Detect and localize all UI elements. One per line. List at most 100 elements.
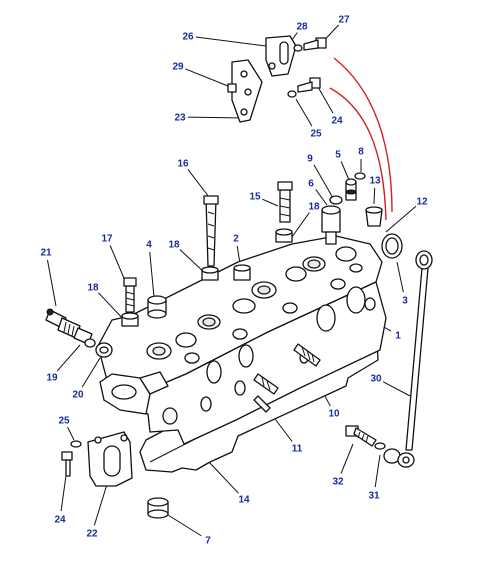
callout-c24b: 24 (54, 515, 66, 526)
callout-c20: 20 (72, 390, 84, 401)
callout-c15: 15 (249, 192, 261, 203)
callout-c21: 21 (40, 248, 52, 259)
callout-c22: 22 (86, 529, 98, 540)
callout-c18c: 18 (87, 283, 99, 294)
lifting-bracket (231, 59, 263, 123)
sensor-adapter (95, 342, 113, 358)
tie-rod-bolt (345, 425, 377, 447)
bracket-bolt-upper (303, 37, 327, 51)
short-head-stud (277, 181, 293, 223)
leader-line-c24a (317, 86, 334, 114)
cylinder-head (97, 235, 387, 445)
leader-line-c31 (374, 454, 381, 488)
plate-washer (70, 440, 82, 448)
highlight-arrow-lower (329, 87, 387, 221)
leader-line-c16 (187, 169, 210, 198)
callout-c17: 17 (101, 234, 113, 245)
leader-line-c6 (315, 189, 328, 206)
rocker-cover-cap (381, 233, 403, 259)
tie-rod-bushes (383, 448, 415, 468)
callout-c10: 10 (328, 409, 340, 420)
leader-line-c13 (373, 187, 376, 205)
callout-c11: 11 (292, 444, 303, 455)
thermostat-o-ring (354, 172, 366, 180)
callout-c26: 26 (182, 32, 194, 43)
leader-line-c12 (385, 205, 417, 233)
front-cover-plate (87, 431, 133, 487)
short-stud-nut (275, 228, 293, 243)
bracket-bolt-lower (297, 77, 321, 93)
plate-bolt (61, 451, 73, 477)
callout-c25a: 25 (310, 129, 322, 140)
callout-c12: 12 (416, 197, 428, 208)
callout-c27: 27 (338, 15, 350, 26)
leader-line-c25b (67, 426, 75, 441)
callout-c1: 1 (395, 331, 401, 342)
leader-line-c14 (208, 461, 239, 494)
temperature-sensor (45, 308, 93, 345)
callout-c2: 2 (233, 234, 239, 245)
callout-c18b: 18 (168, 240, 180, 251)
callout-c5: 5 (335, 150, 341, 161)
leader-line-c30 (382, 381, 411, 397)
callout-c28a: 28 (296, 22, 308, 33)
leader-line-c5 (340, 161, 350, 181)
leader-line-c32 (340, 443, 354, 474)
callout-c25b: 25 (58, 416, 70, 427)
callout-c4: 4 (146, 240, 152, 251)
head-stud-left (123, 277, 137, 313)
leader-line-c23 (187, 116, 245, 119)
leader-line-c18a (291, 212, 310, 238)
bracket-washer-lower (287, 90, 297, 98)
callout-c18a: 18 (308, 202, 320, 213)
thermostat-valve (345, 178, 357, 201)
callout-c19: 19 (46, 373, 58, 384)
leader-line-c17 (109, 245, 127, 284)
tie-rod (405, 250, 433, 451)
leader-lines (46, 24, 417, 537)
leader-line-c29 (185, 68, 229, 87)
water-outlet (365, 206, 383, 227)
callout-c32: 32 (332, 477, 344, 488)
leader-line-c22 (93, 480, 109, 526)
leader-line-c25a (295, 98, 313, 127)
valve-guide (233, 264, 251, 281)
callout-c16: 16 (177, 159, 189, 170)
callout-c6: 6 (308, 179, 314, 190)
bracket-nut (227, 83, 237, 93)
callout-c24a: 24 (331, 116, 343, 127)
thermostat-housing (321, 205, 341, 245)
leader-line-c9 (313, 164, 334, 199)
callout-c3: 3 (402, 296, 408, 307)
leader-line-c21 (46, 259, 57, 307)
callout-c8: 8 (358, 147, 364, 158)
callout-c29: 29 (172, 62, 184, 73)
bracket-washer-upper (293, 44, 303, 52)
long-head-stud (203, 195, 219, 267)
callout-c31: 31 (368, 491, 380, 502)
callout-c13: 13 (369, 176, 381, 187)
callout-c23: 23 (174, 113, 186, 124)
tie-rod-washer (374, 442, 386, 450)
leader-line-c28a (291, 32, 298, 41)
core-plug (147, 497, 169, 519)
leader-line-c4 (149, 251, 155, 298)
stud-nut-left (121, 312, 139, 327)
long-stud-nut (201, 266, 219, 281)
leader-line-c20 (81, 357, 101, 388)
thermostat-seal (329, 195, 343, 205)
callout-c14: 14 (238, 495, 250, 506)
leader-line-c19 (56, 344, 81, 372)
callout-c30: 30 (370, 374, 382, 385)
manifold-studs (253, 343, 321, 413)
leader-line-c26 (195, 36, 275, 48)
leader-line-c7 (167, 514, 202, 537)
callout-c7: 7 (205, 536, 211, 547)
engine-mounting-bracket (265, 35, 297, 77)
leader-line-c3 (396, 261, 404, 293)
highlight-arrow-upper (333, 57, 393, 213)
spacer-collar (147, 295, 167, 319)
leader-line-c15 (262, 198, 279, 207)
